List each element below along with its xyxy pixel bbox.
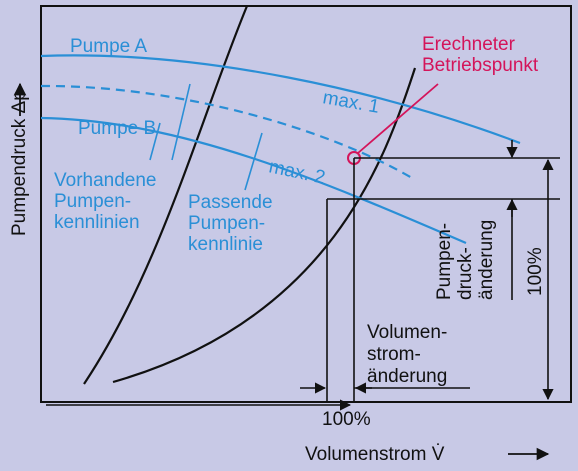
pointer-fitting xyxy=(244,132,263,191)
label-flow-change: Volumen- strom- änderung xyxy=(367,322,453,387)
label-operating-point: Erechneter Betriebspunkt xyxy=(422,34,539,76)
pointer-existing-a xyxy=(171,83,191,161)
x-axis-label: Volumenstrom V̇ xyxy=(305,444,445,465)
plot-frame xyxy=(40,5,572,403)
label-percent-horizontal: 100% xyxy=(322,409,371,430)
label-pump-a: Pumpe A xyxy=(70,36,147,57)
label-percent-vertical: 100% xyxy=(525,247,546,296)
system-curve-left xyxy=(83,5,249,385)
label-pump-b: Pumpe B xyxy=(78,118,156,139)
y-axis-label: Pumpendruck Δp xyxy=(9,90,30,236)
label-existing-lines: Vorhandene Pumpen- kennlinien xyxy=(54,170,162,233)
pump-curve-a xyxy=(40,54,521,145)
operating-point-pointer xyxy=(357,83,439,154)
system-curve-right xyxy=(112,67,417,384)
label-pressure-change: Pumpen- druck- änderung xyxy=(434,218,497,300)
pointer-existing-b xyxy=(149,122,161,161)
pump-curve-fitting-dashed xyxy=(40,84,413,179)
pump-curve-b xyxy=(40,116,467,245)
label-fitting-line: Passende Pumpen- kennlinie xyxy=(188,192,278,255)
svg-text:Pumpen- druck- änd: Pumpen- druck- änderung xyxy=(434,218,497,300)
